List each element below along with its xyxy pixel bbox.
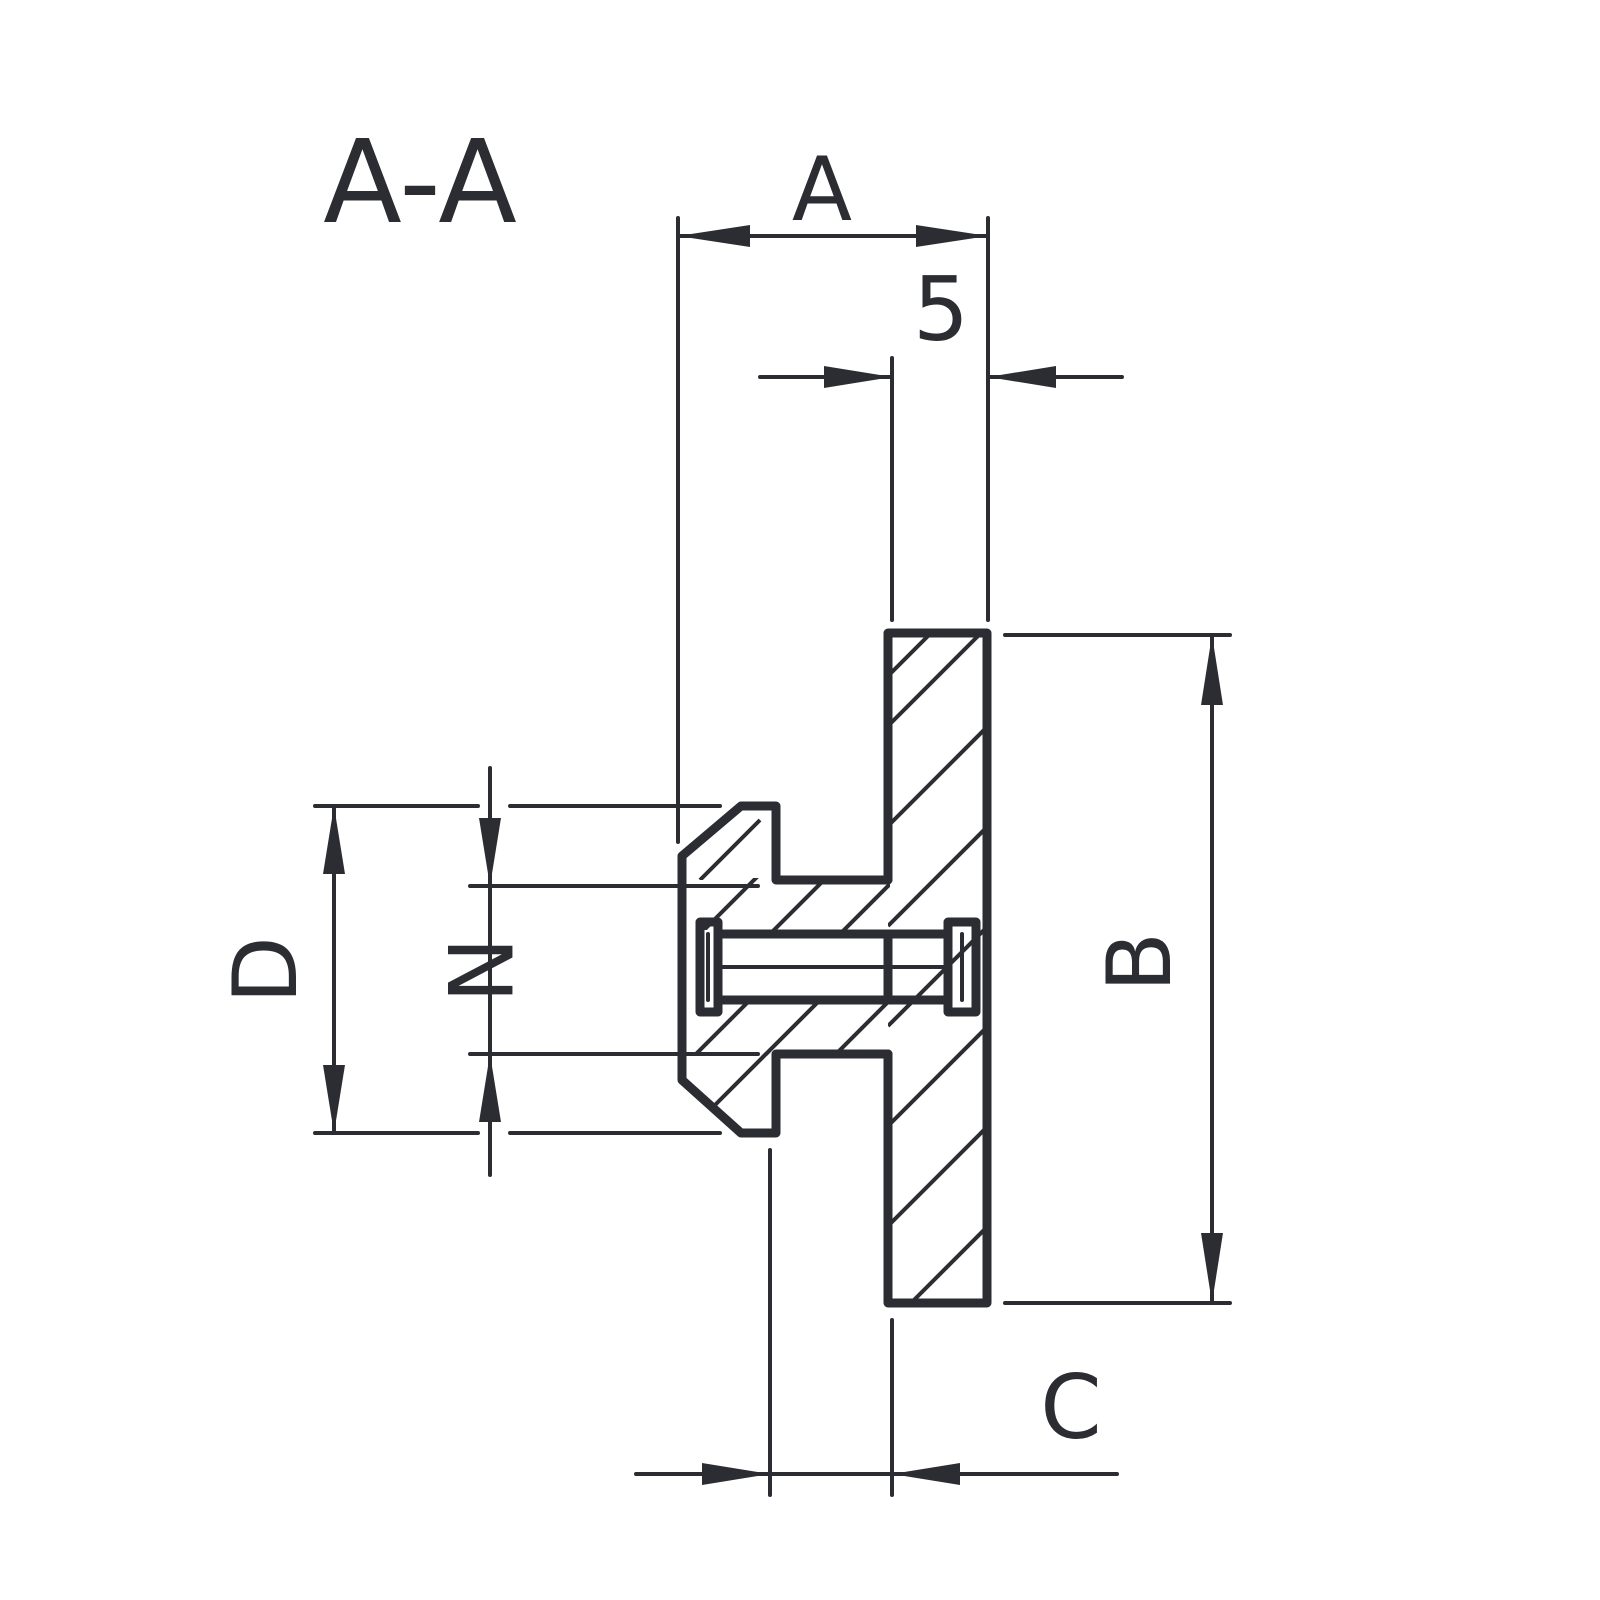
part-section — [677, 628, 992, 1308]
dimension-d: D — [214, 804, 722, 1135]
dimension-a: A — [676, 138, 990, 844]
dimension-d-label: D — [214, 936, 317, 1004]
dimension-n-label: N — [427, 937, 530, 1003]
dimension-c: C — [634, 1148, 1119, 1497]
section-hatching — [691, 633, 987, 1303]
dimension-5: 5 — [758, 258, 1124, 622]
dimension-5-label: 5 — [913, 258, 969, 361]
dimension-n: N — [427, 766, 760, 1177]
dimension-b-label: B — [1088, 932, 1191, 992]
dimension-a-label: A — [792, 138, 852, 241]
dimension-c-label: C — [1040, 1356, 1101, 1459]
dimension-b: B — [1003, 633, 1232, 1305]
section-title: A-A — [323, 116, 517, 250]
